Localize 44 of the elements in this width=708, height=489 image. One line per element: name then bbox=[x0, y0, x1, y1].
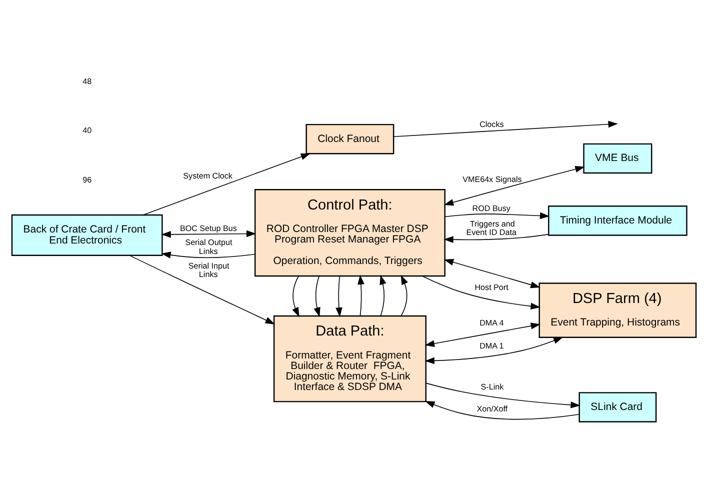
arrow bbox=[444, 166, 585, 206]
node-box: SLink Card bbox=[578, 392, 657, 422]
node-box: DSP Farm (4) Event Trapping, Histograms bbox=[538, 282, 697, 338]
arrow bbox=[424, 336, 564, 364]
arrow bbox=[422, 276, 540, 310]
node-box: Control Path: ROD Controller FPGA Master DSP Program Reset Manager FPGA Operation, Commands, Triggers bbox=[254, 188, 446, 277]
node-box: Data Path: Formatter, Event Fragment Builder & Router FPGA, Diagnostic Memory, S-Link Interface & SDSP DMA bbox=[273, 315, 426, 402]
arrow bbox=[426, 382, 580, 408]
node-box: Back of Crate Card / Front End Electronics bbox=[11, 214, 163, 256]
edge-label: System Clock bbox=[183, 172, 232, 181]
arrow bbox=[444, 258, 540, 288]
arrow bbox=[444, 234, 550, 243]
label: 48 bbox=[82, 76, 92, 86]
arrow bbox=[358, 274, 364, 316]
edge-label: VME64x Signals bbox=[462, 174, 522, 184]
arrow bbox=[129, 255, 275, 324]
node-box: Timing Interface Module bbox=[548, 206, 688, 236]
node-box: VME Bus bbox=[583, 143, 652, 174]
edge-label: Xon/Xoff bbox=[476, 404, 508, 414]
edge-label: Clocks bbox=[480, 120, 504, 129]
arrow bbox=[142, 153, 311, 216]
edge-label: Serial Input Links bbox=[188, 261, 230, 280]
label: 40 bbox=[82, 126, 92, 136]
arrow bbox=[336, 276, 342, 318]
edge-label: DMA 1 bbox=[480, 341, 504, 350]
edge-label: Triggers and Event ID Data bbox=[466, 219, 516, 238]
label: 96 bbox=[82, 175, 92, 184]
arrow bbox=[314, 276, 320, 318]
arrow bbox=[161, 230, 256, 238]
edge-label: DMA 4 bbox=[480, 318, 504, 328]
edge-label: BOC Setup Bus bbox=[180, 224, 237, 234]
edge-label: Serial Output Links bbox=[185, 238, 232, 256]
arrow bbox=[380, 274, 386, 316]
arrow bbox=[393, 120, 618, 138]
edge-label: Host Port bbox=[474, 283, 508, 292]
arrow bbox=[400, 274, 408, 316]
edge-label: S-Link bbox=[480, 382, 504, 392]
node-box: Clock Fanout bbox=[306, 124, 394, 154]
arrow bbox=[424, 322, 541, 347]
arrow bbox=[424, 400, 580, 420]
edge-label: ROD Busy bbox=[472, 204, 510, 213]
arrow bbox=[444, 212, 550, 220]
arrow bbox=[292, 276, 300, 318]
arrow bbox=[161, 252, 256, 258]
